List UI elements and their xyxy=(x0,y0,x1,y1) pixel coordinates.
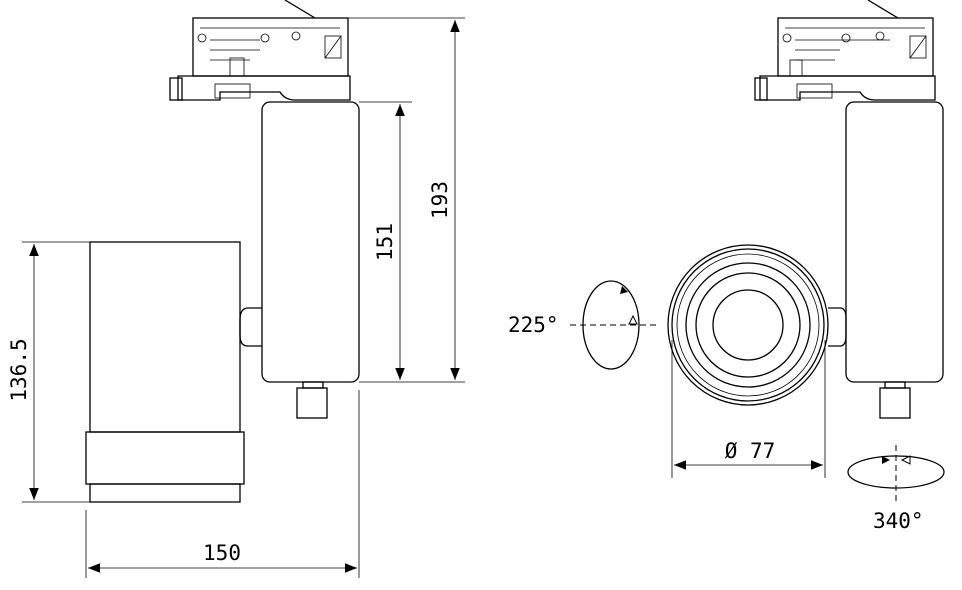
joint-right xyxy=(828,307,847,347)
pan-rotation: 340° xyxy=(847,445,945,533)
lamp-head-left xyxy=(85,241,245,503)
dim-body-height: 151 xyxy=(359,101,412,380)
track-adapter-right xyxy=(754,0,936,101)
knob-right xyxy=(879,381,911,419)
diameter-label: Ø 77 xyxy=(725,439,776,463)
dim-width: 150 xyxy=(85,390,360,578)
dim-diameter: Ø 77 xyxy=(671,340,826,478)
body-height-label: 151 xyxy=(373,223,397,261)
tilt-rotation: 225° xyxy=(508,280,660,370)
knob-left xyxy=(296,381,328,419)
dim-overall-height: 193 xyxy=(348,17,465,383)
joint-left xyxy=(239,307,262,347)
head-height-label: 136.5 xyxy=(7,338,31,401)
width-label: 150 xyxy=(203,541,241,565)
front-view: 225° Ø 77 340° xyxy=(508,0,945,533)
driver-body-right xyxy=(845,101,944,383)
pan-label: 340° xyxy=(873,509,924,533)
track-adapter-left xyxy=(169,0,351,101)
overall-height-label: 193 xyxy=(428,181,452,219)
tilt-label: 225° xyxy=(508,313,559,337)
driver-body-left xyxy=(261,101,360,383)
lamp-head-front xyxy=(667,244,829,406)
side-view: 193 151 136.5 150 xyxy=(7,0,465,578)
dim-head-height: 136.5 xyxy=(7,241,90,503)
